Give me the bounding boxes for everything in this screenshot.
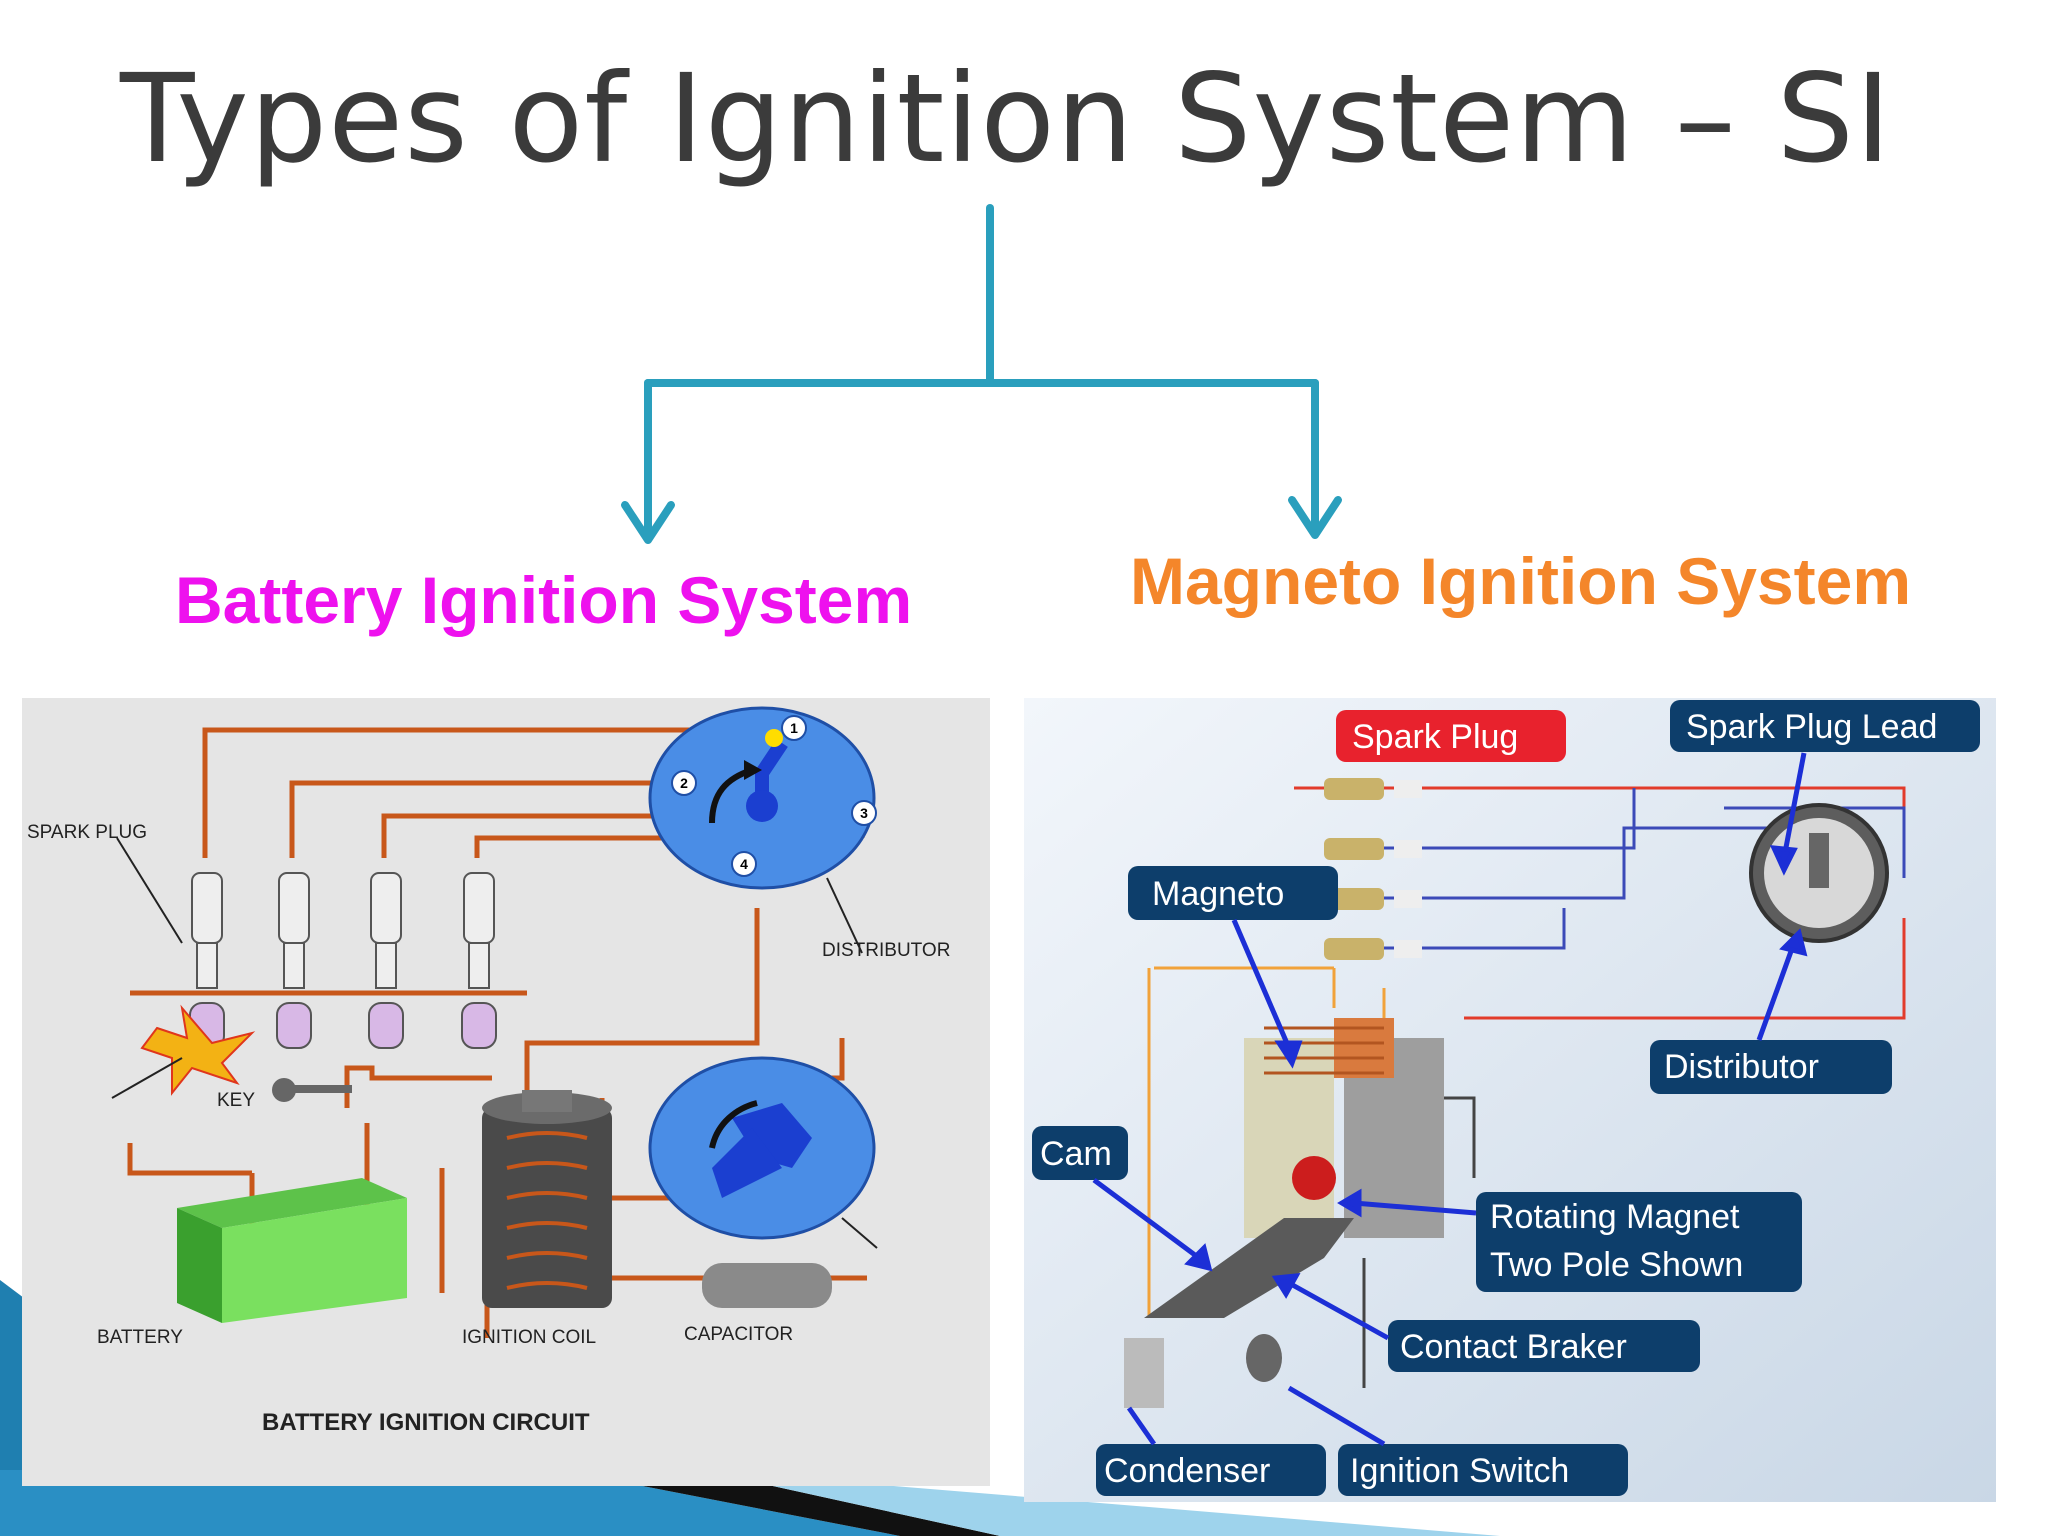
- label-battery: BATTERY: [97, 1327, 183, 1348]
- spark-plugs: [189, 872, 497, 1049]
- magneto-ignition-diagram: Spark Plug Spark Plug Lead Magneto Distr…: [1024, 698, 1996, 1502]
- label-ignition-switch: Ignition Switch: [1350, 1452, 1569, 1490]
- distributor-number-1: 1: [790, 720, 798, 736]
- label-distributor: Distributor: [1664, 1048, 1819, 1086]
- magneto-spark-plugs: [1324, 778, 1422, 960]
- label-magneto: Magneto: [1152, 875, 1284, 913]
- diagram-caption: BATTERY IGNITION CIRCUIT: [262, 1409, 590, 1436]
- arrowhead-left: [621, 501, 675, 544]
- label-contact-braker: Contact Braker: [1400, 1328, 1627, 1366]
- distributor-number-2: 2: [680, 775, 688, 791]
- battery-ignition-diagram: 1 2 3 4: [22, 698, 990, 1486]
- label-ignition-coil: IGNITION COIL: [462, 1327, 596, 1348]
- label-rotating-magnet-2: Two Pole Shown: [1490, 1246, 1743, 1284]
- battery-ignition-label: Battery Ignition System: [175, 563, 913, 637]
- distributor-number-3: 3: [860, 805, 868, 821]
- label-spark-plug-lead: Spark Plug Lead: [1686, 708, 1937, 746]
- label-spark-plug: Spark Plug: [1352, 718, 1518, 756]
- label-condenser: Condenser: [1104, 1452, 1270, 1490]
- label-distributor: DISTRIBUTOR: [822, 940, 950, 961]
- label-key: KEY: [217, 1090, 255, 1111]
- label-spark-plug: SPARK PLUG: [27, 822, 147, 843]
- label-cam: Cam: [1040, 1135, 1112, 1173]
- distributor-number-4: 4: [740, 856, 748, 872]
- label-rotating-magnet-1: Rotating Magnet: [1490, 1198, 1740, 1236]
- label-capacitor: CAPACITOR: [684, 1324, 793, 1345]
- tree-connector: [621, 204, 1342, 544]
- footer-decoration: [0, 1280, 1500, 1536]
- slide-title: Types of Ignition System – SI: [120, 48, 1892, 190]
- magneto-ignition-label: Magneto Ignition System: [1130, 544, 1912, 618]
- arrowhead-right: [1288, 496, 1342, 539]
